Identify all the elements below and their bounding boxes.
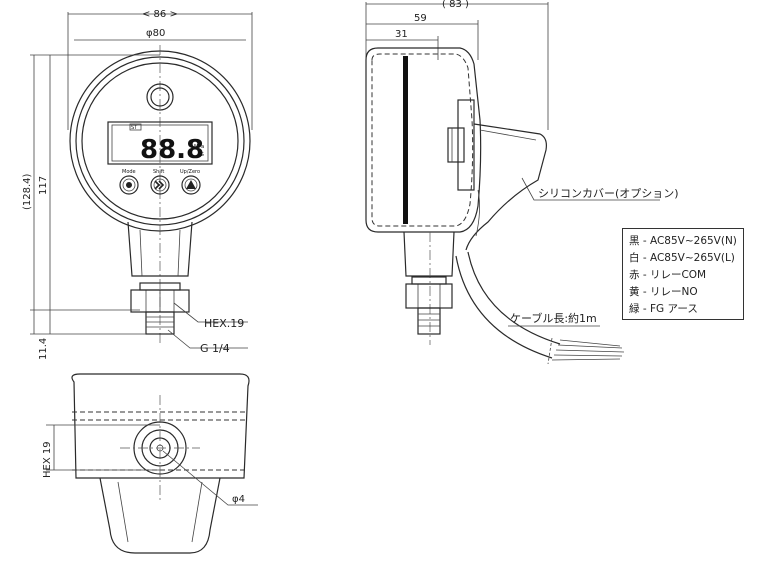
side-hex-nut (405, 283, 453, 309)
side-front-band (403, 56, 408, 224)
lcd-indicator: ST (131, 125, 138, 131)
shift-button-label: Shift (153, 169, 164, 175)
side-thread (417, 307, 441, 335)
side-view: ( 83 ) 59 31 シリコンカバー(オプション) (365, 0, 679, 365)
bottom-housing (71, 373, 250, 479)
side-neck (403, 231, 455, 277)
shift-button (150, 175, 170, 195)
front-view: < 86 > φ80 ST 88.8 MPa G Mode Shift Up/Z… (22, 9, 253, 360)
mode-button-label: Mode (122, 169, 136, 175)
bottom-view: HEX 19 φ4 (42, 373, 258, 554)
lcd-unit-mpa: MPa (194, 144, 204, 150)
height-dim: 117 (38, 176, 49, 195)
legend-item-green: 緑 - FG アース (629, 303, 698, 315)
total-height-dim: (128.4) (22, 173, 33, 210)
lower-dim: 11.4 (38, 338, 49, 360)
side-dim-59: 59 (414, 13, 427, 24)
up-zero-button (181, 175, 201, 195)
hex-label: HEX.19 (204, 317, 244, 330)
legend-item-black: 黒 - AC85V~265V(N) (629, 235, 737, 247)
cable-length-label: ケーブル長:約1m (510, 311, 597, 325)
side-housing (365, 47, 482, 233)
hole-dim: φ4 (232, 494, 245, 505)
legend-item-yellow: 黄 - リレーNO (629, 286, 698, 298)
front-diameter-dim: φ80 (146, 28, 165, 39)
wiring-legend: 黒 - AC85V~265V(N) 白 - AC85V~265V(L) 赤 - … (622, 228, 744, 320)
bottom-boot (99, 477, 221, 554)
thread (145, 311, 175, 335)
cable (467, 251, 561, 345)
lcd-window (107, 121, 213, 165)
legend-item-red: 赤 - リレーCOM (629, 269, 707, 281)
gauge-neck (127, 221, 193, 277)
mode-button (119, 175, 139, 195)
thread-label: G 1/4 (200, 342, 230, 355)
side-dim-31: 31 (395, 29, 408, 40)
silicon-cover (465, 123, 547, 251)
front-width-dim: < 86 > (142, 9, 178, 20)
lcd-value: 88.8 (140, 135, 204, 165)
bottom-hex-dim: HEX 19 (42, 441, 53, 478)
legend-item-white: 白 - AC85V~265V(L) (629, 252, 735, 264)
lcd-unit-g: G (200, 152, 204, 158)
side-width-dim: ( 83 ) (442, 0, 469, 10)
up-zero-button-label: Up/Zero (180, 169, 200, 175)
silicon-cover-label: シリコンカバー(オプション) (538, 187, 679, 200)
